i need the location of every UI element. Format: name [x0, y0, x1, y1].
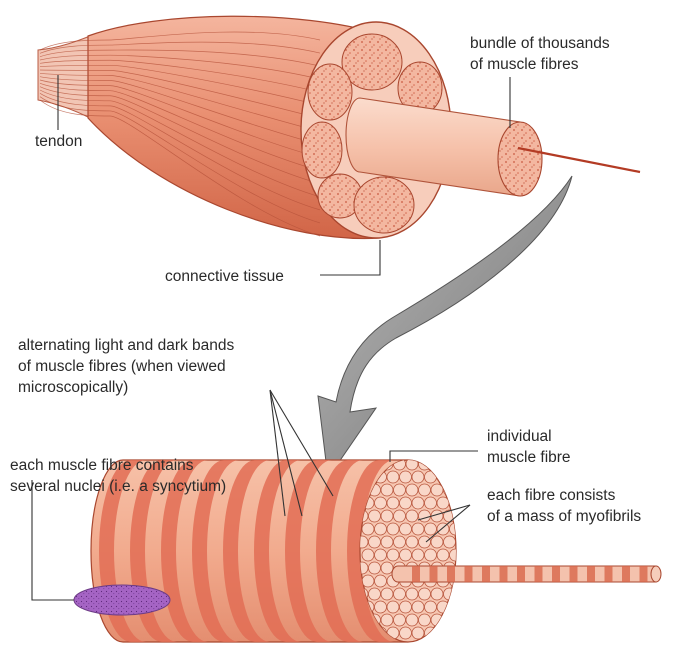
label-bands-line2: of muscle fibres (when viewed	[18, 358, 226, 375]
label-myofibril-line2: of a mass of myofibrils	[487, 508, 641, 525]
fascicle-bundle-end	[498, 122, 542, 196]
label-nuclei-line2: several nuclei (i.e. a syncytium)	[10, 478, 226, 495]
label-bundle-line1: bundle of thousands	[470, 35, 610, 52]
label-myofibril-line1: each fibre consists	[487, 487, 616, 504]
leader-connective	[320, 240, 380, 275]
tendon-strands	[38, 36, 90, 118]
nucleus	[74, 585, 170, 615]
label-connective-tissue: connective tissue	[165, 268, 284, 285]
protruding-myofibril	[392, 566, 661, 582]
label-nuclei-line1: each muscle fibre contains	[10, 457, 194, 474]
label-bands-line1: alternating light and dark bands	[18, 337, 235, 354]
label-bands-line3: microscopically)	[18, 379, 128, 396]
fascicle-bottom	[354, 177, 414, 233]
leader-nuclei	[32, 480, 74, 600]
label-fibre-line2: muscle fibre	[487, 449, 571, 466]
label-tendon: tendon	[35, 133, 82, 150]
label-bundle-line2: of muscle fibres	[470, 56, 579, 73]
fascicle-left	[302, 122, 342, 178]
label-fibre-line1: individual	[487, 428, 552, 445]
fascicle-upper-left	[308, 64, 352, 120]
